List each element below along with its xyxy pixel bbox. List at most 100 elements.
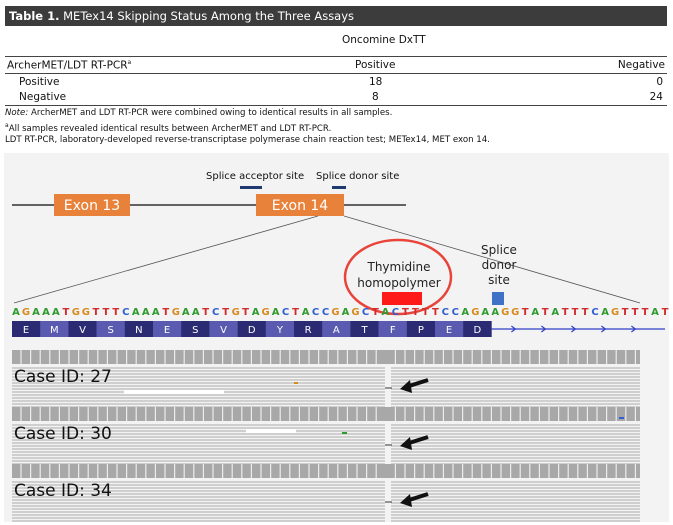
base-letter: G (511, 307, 519, 318)
base-letter: T (582, 307, 589, 318)
amino-acid-cell (322, 321, 351, 337)
base-letter: T (412, 307, 419, 318)
read-row (391, 370, 640, 372)
row-header: ArcherMET/LDT RT-PCRa (7, 59, 131, 72)
exon13-box (54, 194, 130, 216)
arrowhead-icon (400, 494, 412, 507)
table-title-text: METex14 Skipping Status Among the Three … (59, 9, 355, 23)
read-row (12, 484, 385, 486)
table-title-number: Table 1. (9, 9, 60, 23)
base-letter: C (322, 307, 329, 318)
read-row (391, 436, 640, 438)
amino-acid-letter: D (248, 325, 256, 336)
read-row (391, 391, 640, 393)
zoom-line-left (13, 215, 319, 304)
base-letter: T (402, 307, 409, 318)
read-highlight (124, 390, 224, 394)
amino-acid-cell (378, 321, 408, 337)
read-row (391, 517, 640, 519)
amino-acid-letter: T (360, 325, 368, 336)
base-letter: G (232, 307, 240, 318)
base-letter: G (471, 307, 479, 318)
read-row (12, 457, 385, 459)
amino-acid-cell (265, 321, 295, 337)
donor-label-3: site (488, 273, 510, 287)
mismatch-mark (619, 417, 624, 419)
base-letter: C (312, 307, 319, 318)
read-row (391, 484, 640, 486)
table-grid: Oncomine DxTT ArcherMET/LDT RT-PCRa Posi… (5, 26, 667, 106)
amino-acid-letter: E (446, 325, 452, 336)
base-letter: C (282, 307, 289, 318)
amino-acid-letter: N (135, 325, 142, 336)
read-row (12, 370, 385, 372)
case-label: Case ID: 27 (14, 367, 112, 387)
footnote-sup: a (5, 121, 9, 129)
note-text: ArcherMET and LDT RT-PCR were combined o… (28, 108, 393, 118)
amino-acid-letter: R (305, 325, 312, 336)
base-letter: T (642, 307, 649, 318)
base-letter: G (331, 307, 339, 318)
mismatch-mark (342, 432, 347, 434)
base-letter: A (52, 307, 60, 318)
amino-acid-letter: E (164, 325, 170, 336)
read-row (391, 403, 640, 405)
read-row (391, 502, 640, 504)
splice-acceptor-marker (240, 186, 262, 189)
base-letter: T (422, 307, 429, 318)
read-row (12, 373, 385, 375)
read-row (12, 427, 385, 429)
read-row (391, 394, 640, 396)
base-letter: A (531, 307, 539, 318)
base-letter: T (62, 307, 69, 318)
read-row (391, 376, 640, 378)
arrowhead-icon (400, 437, 412, 450)
donor-label-1: Splice (481, 243, 517, 257)
base-letter: T (622, 307, 629, 318)
amino-acid-letter: M (50, 325, 59, 336)
base-letter: T (522, 307, 529, 318)
read-row (391, 382, 640, 384)
base-letter: T (542, 307, 549, 318)
read-row (391, 385, 640, 387)
base-letter: T (432, 307, 439, 318)
base-letter: G (611, 307, 619, 318)
row-value-neg: 0 (656, 76, 663, 88)
base-letter: G (22, 307, 30, 318)
base-letter: A (182, 307, 190, 318)
amino-acid-cell (435, 321, 464, 337)
read-row (12, 388, 385, 390)
thymidine-label-1: Thymidine (367, 260, 431, 274)
base-letter: C (392, 307, 399, 318)
read-row (391, 493, 640, 495)
amino-acid-cell (96, 321, 126, 337)
base-letter: A (651, 307, 659, 318)
read-row (391, 430, 640, 432)
amino-acid-cell (406, 321, 436, 337)
base-letter: C (591, 307, 598, 318)
amino-acid-letter: P (418, 325, 424, 336)
col-group-header: Oncomine DxTT (342, 34, 426, 46)
row-value-pos: 18 (369, 76, 383, 88)
read-row (12, 448, 385, 450)
row-header-sup: a (127, 59, 132, 66)
base-letter: A (382, 307, 390, 318)
read-row (391, 508, 640, 510)
read-row (12, 505, 385, 507)
read-row (12, 517, 385, 519)
amino-acid-cell (12, 321, 41, 337)
base-letter: T (632, 307, 639, 318)
footnote-text: All samples revealed identical results b… (8, 123, 332, 134)
exon13-label: Exon 13 (64, 198, 120, 214)
donor-label-2: donor (482, 258, 517, 272)
base-letter: T (112, 307, 119, 318)
read-row (12, 400, 385, 402)
base-letter: T (202, 307, 209, 318)
row-header-text: ArcherMET/LDT RT-PCR (7, 59, 128, 72)
exon14-box (256, 194, 344, 216)
direction-chevron-icon (511, 325, 517, 333)
read-row (391, 451, 640, 453)
base-letter: T (102, 307, 109, 318)
base-letter: G (351, 307, 359, 318)
zoom-line-right (343, 215, 641, 304)
